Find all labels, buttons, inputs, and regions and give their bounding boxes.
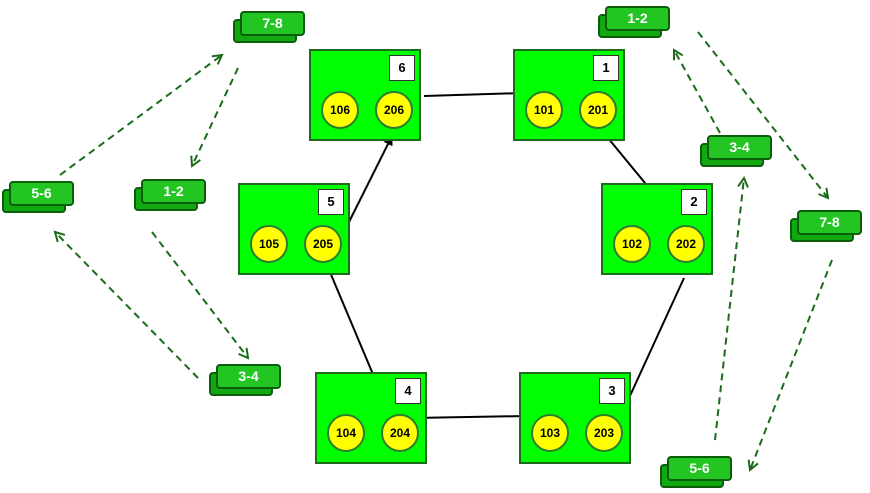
- dashed-arrow-right-top-to-outer: [697, 31, 828, 198]
- tag-label: 5-6: [667, 456, 732, 481]
- circle-203: 203: [585, 414, 623, 452]
- node-id: 4: [395, 378, 421, 404]
- node-1: 1 101 201: [513, 49, 625, 141]
- circle-205: 205: [304, 225, 342, 263]
- dashed-arrow-left-top-to-mid: [192, 67, 239, 166]
- dashed-arrow-left-bottom-to-outer: [55, 232, 199, 379]
- node-5: 5 105 205: [238, 183, 350, 275]
- dashed-arrow-left-outer-to-top: [59, 55, 222, 176]
- node-id: 3: [599, 378, 625, 404]
- circle-106: 106: [321, 91, 359, 129]
- circle-204: 204: [381, 414, 419, 452]
- dashed-arrow-right-mid-to-top: [674, 50, 721, 134]
- tag-label: 5-6: [9, 181, 74, 206]
- node-id: 2: [681, 189, 707, 215]
- tag-label: 1-2: [141, 179, 206, 204]
- tag-right-top: 1-2: [598, 6, 670, 38]
- tag-right-outer: 7-8: [790, 210, 862, 242]
- node-4: 4 104 204: [315, 372, 427, 464]
- dashed-arrow-right-outer-to-bottom: [750, 259, 833, 470]
- circle-103: 103: [531, 414, 569, 452]
- tag-label: 3-4: [707, 135, 772, 160]
- tag-right-mid: 3-4: [700, 135, 772, 167]
- tag-left-mid: 1-2: [134, 179, 206, 211]
- tag-label: 3-4: [216, 364, 281, 389]
- tag-label: 1-2: [605, 6, 670, 31]
- circle-101: 101: [525, 91, 563, 129]
- tag-left-bottom: 3-4: [209, 364, 281, 396]
- tag-left-outer: 5-6: [2, 181, 74, 213]
- node-id: 5: [318, 189, 344, 215]
- arrow-5-to-6: [344, 135, 393, 231]
- circle-105: 105: [250, 225, 288, 263]
- node-2: 2 102 202: [601, 183, 713, 275]
- tag-label: 7-8: [240, 11, 305, 36]
- circle-202: 202: [667, 225, 705, 263]
- tag-label: 7-8: [797, 210, 862, 235]
- node-3: 3 103 203: [519, 372, 631, 464]
- node-id: 1: [593, 55, 619, 81]
- dashed-arrow-left-mid-to-bottom: [151, 231, 248, 358]
- circle-201: 201: [579, 91, 617, 129]
- tag-right-bottom: 5-6: [660, 456, 732, 488]
- circle-102: 102: [613, 225, 651, 263]
- node-id: 6: [389, 55, 415, 81]
- dashed-arrow-right-bottom-to-mid: [714, 178, 744, 441]
- circle-104: 104: [327, 414, 365, 452]
- circle-206: 206: [375, 91, 413, 129]
- node-6: 6 106 206: [309, 49, 421, 141]
- tag-left-top: 7-8: [233, 11, 305, 43]
